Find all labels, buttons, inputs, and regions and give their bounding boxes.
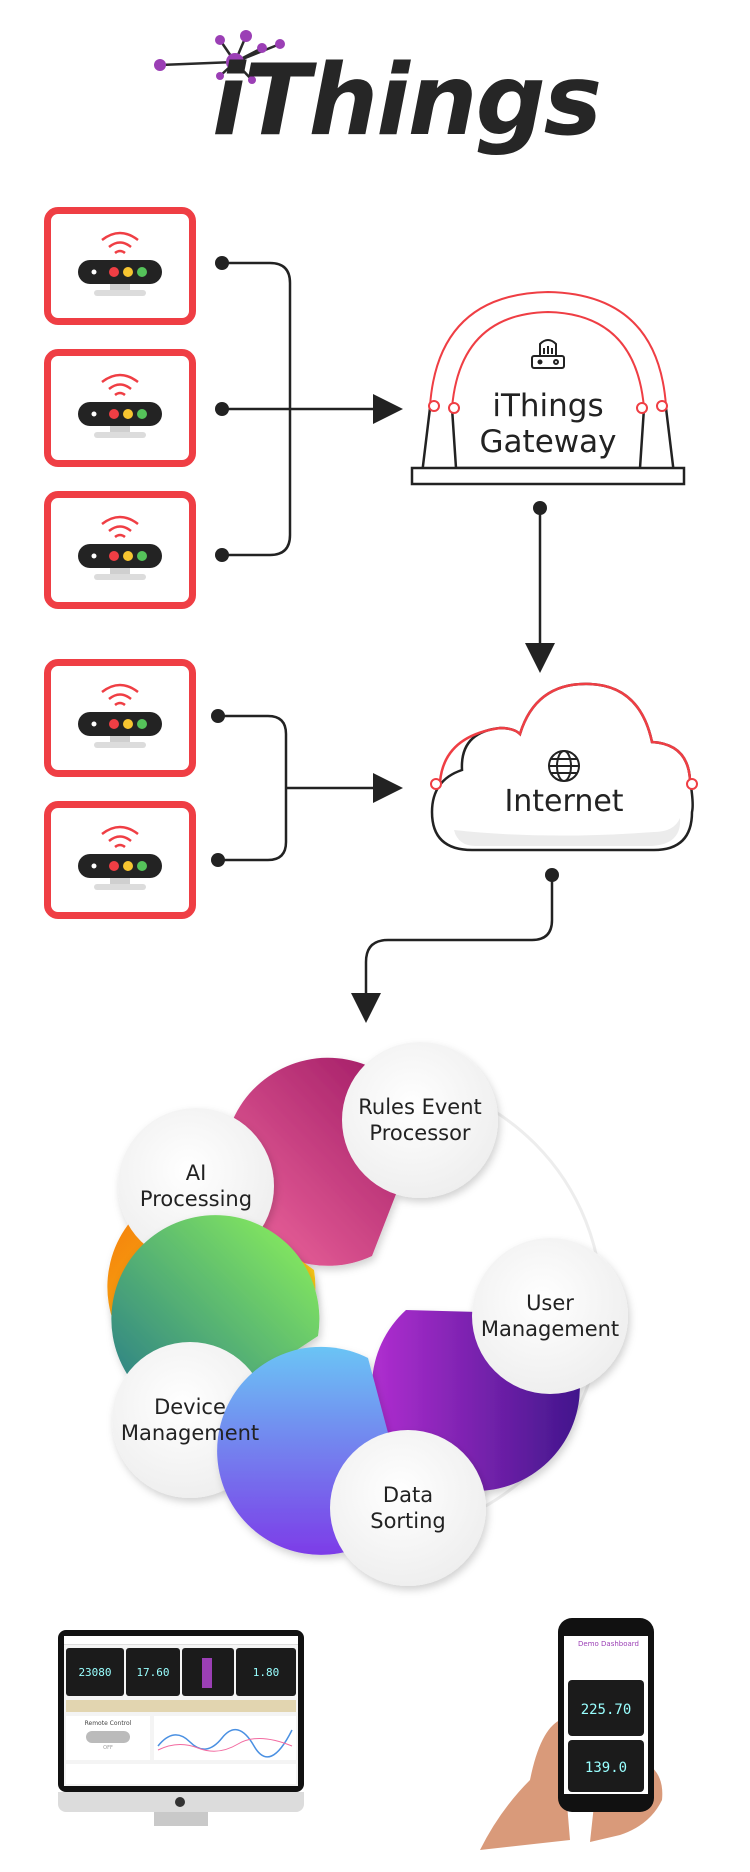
phone-title: Demo Dashboard: [578, 1640, 640, 1648]
globe-icon: [548, 750, 580, 782]
network-dots-icon: [154, 30, 285, 84]
toggle-switch[interactable]: [86, 1731, 130, 1743]
label-device-management: Device Management: [120, 1395, 260, 1445]
pin-rules-event-processor: [223, 1042, 498, 1266]
phone-screen: Demo Dashboard 225.70 139.0: [564, 1636, 648, 1794]
gauge-value: 1.80: [252, 1666, 280, 1679]
brand-logo: iThings: [0, 0, 750, 160]
monitor-stand: [154, 1812, 208, 1826]
gateway-shape: [410, 290, 686, 486]
gateway-server-icon: [531, 339, 565, 369]
label-user-management: User Management: [480, 1291, 620, 1341]
label-data-sorting: Data Sorting: [370, 1483, 446, 1533]
gauge-value: 225.70: [580, 1702, 632, 1718]
router-icon: [76, 231, 164, 298]
pin-data-sorting: [217, 1346, 486, 1586]
gateway-label: iThings Gateway: [479, 388, 617, 460]
dashboard-screen: 23080 17.60 1.80 Remote Control OFF: [64, 1636, 298, 1786]
feature-pins: [107, 1042, 628, 1586]
router-icon: [76, 825, 164, 892]
gauge-value: 139.0: [584, 1760, 628, 1776]
logo-wordmark: iThings: [212, 44, 602, 158]
monitor-chin: [58, 1792, 304, 1812]
phone-mockup: Demo Dashboard 225.70 139.0: [470, 1610, 670, 1850]
iot-device-card: [44, 207, 196, 325]
internet-cloud: [430, 682, 698, 852]
gauge-value: 23080: [78, 1666, 112, 1679]
apple-logo-icon: [175, 1797, 185, 1807]
desktop-mockup: 23080 17.60 1.80 Remote Control OFF: [58, 1630, 304, 1830]
gauge-value: 17.60: [136, 1666, 170, 1679]
router-icon: [76, 373, 164, 440]
phone-body: Demo Dashboard 225.70 139.0: [558, 1618, 654, 1812]
router-icon: [76, 515, 164, 582]
line-chart-widget: [154, 1716, 296, 1760]
internet-label: Internet: [504, 784, 624, 819]
remote-control-panel: Remote Control OFF: [66, 1716, 150, 1760]
label-ai-processing: AI Processing: [139, 1161, 253, 1211]
router-icon: [76, 683, 164, 750]
label-rules-event-processor: Rules Event Processor: [358, 1095, 482, 1145]
